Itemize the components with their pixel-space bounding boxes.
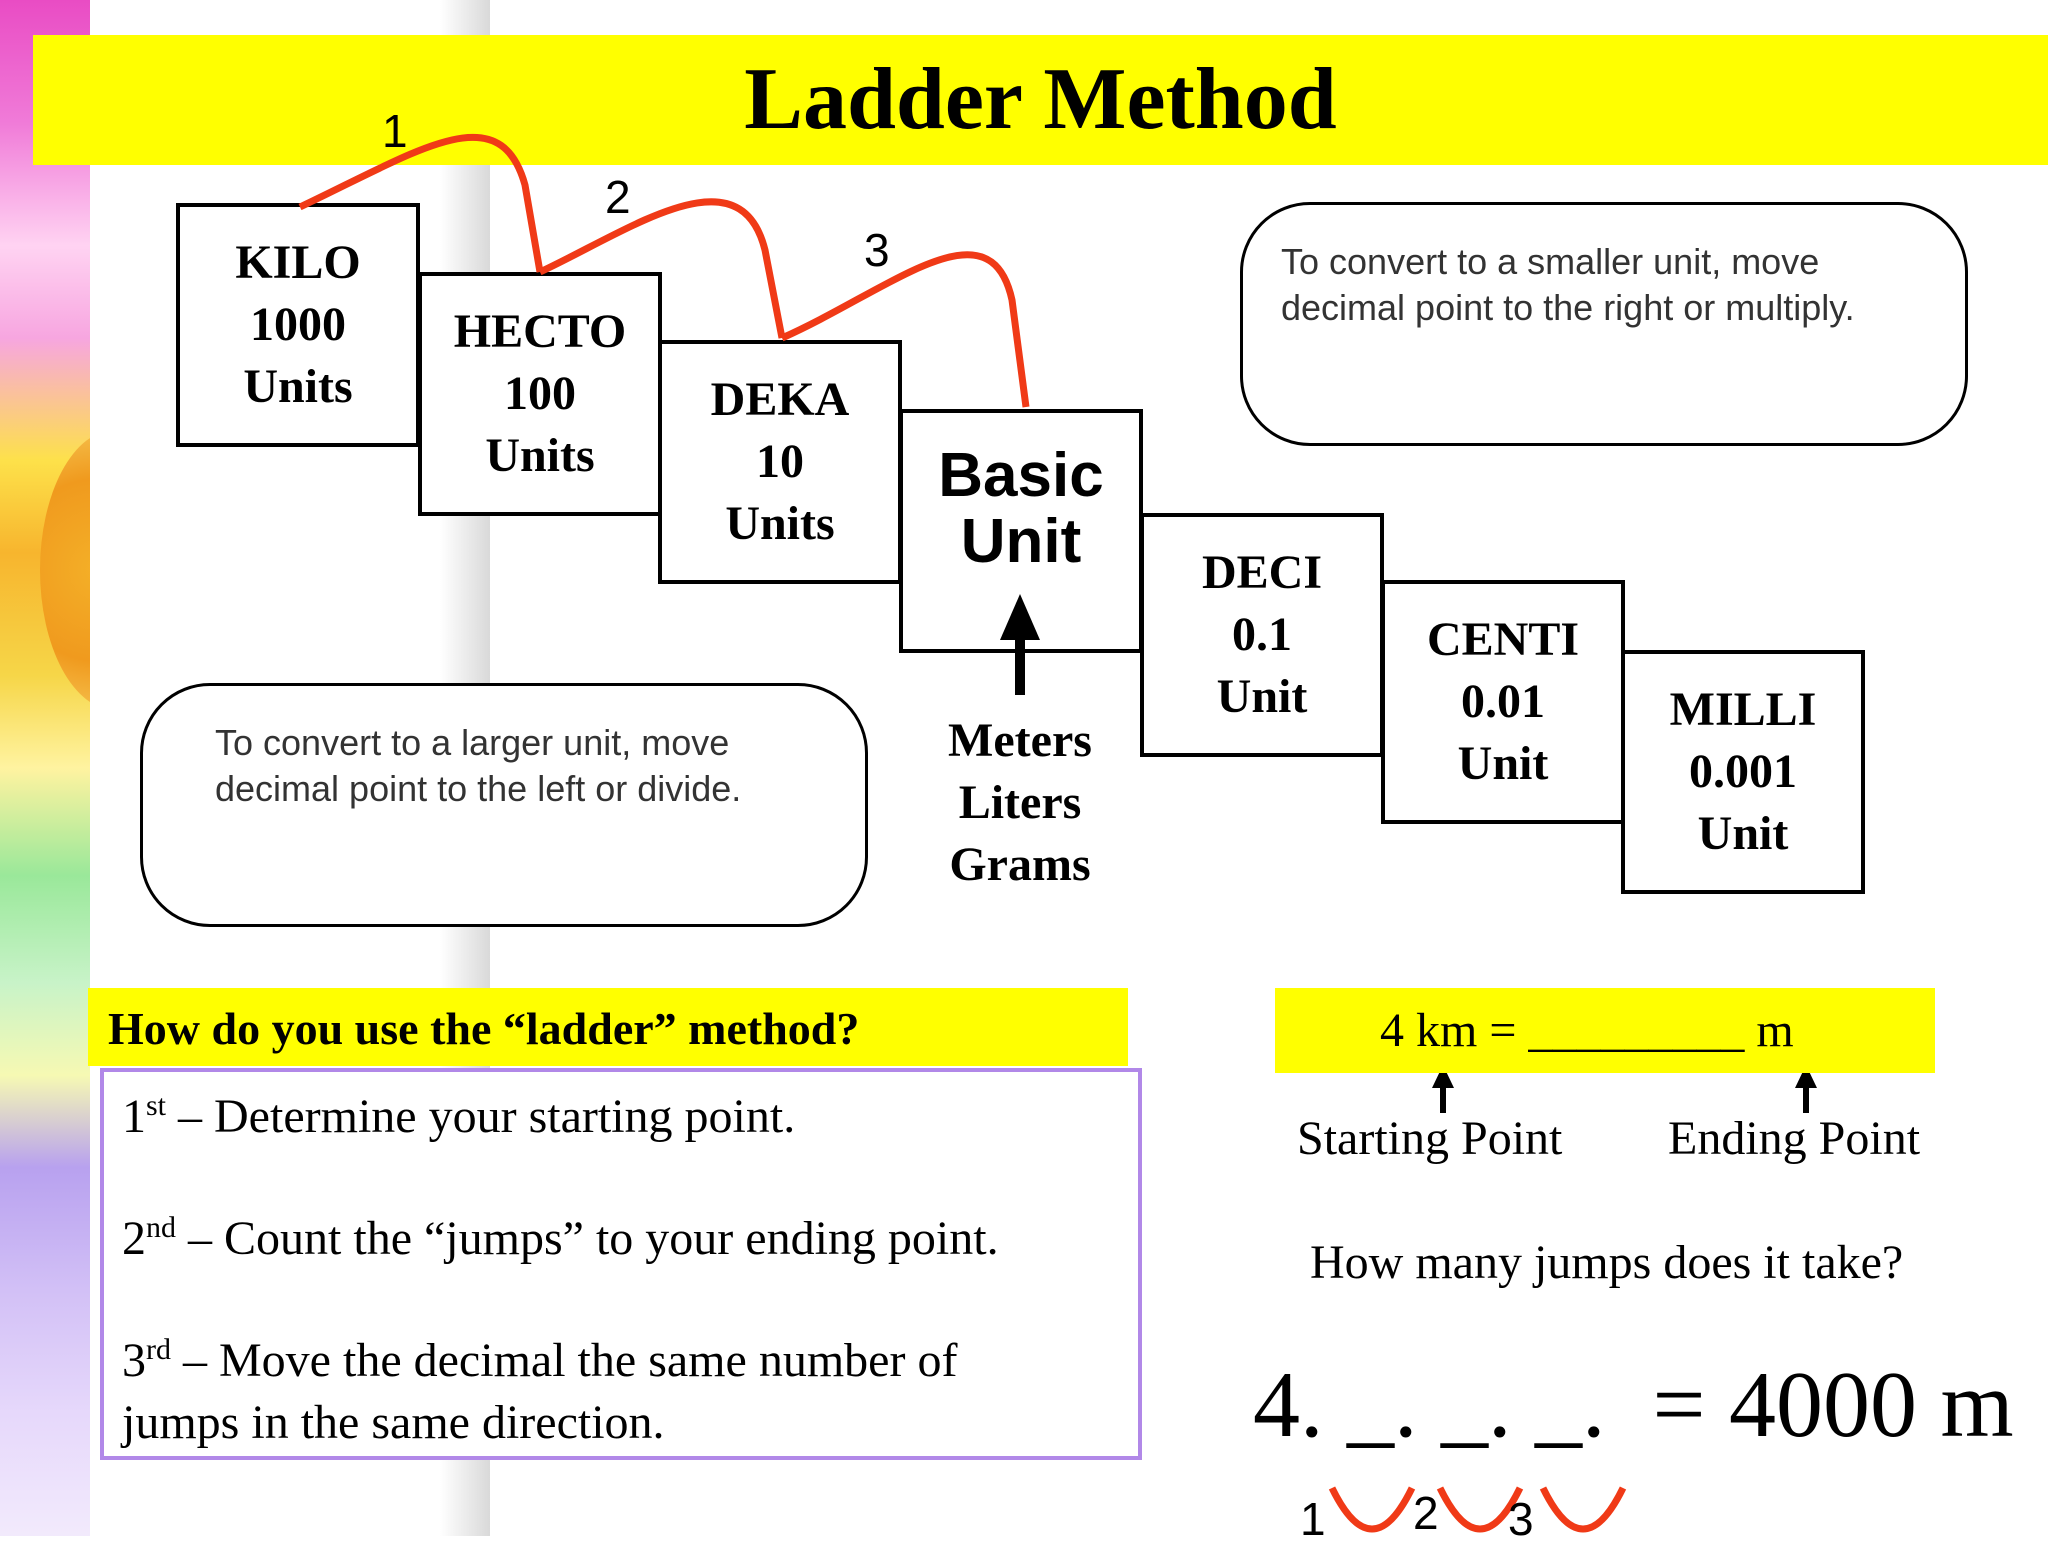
basic-unit-line2: Unit [960, 507, 1082, 576]
step-3: 3rd – Move the decimal the same number o… [122, 1330, 1052, 1454]
basic-unit-line1: Basic [938, 441, 1104, 510]
centi-value: 0.01 [1461, 675, 1545, 728]
step-1: 1st – Determine your starting point. [122, 1086, 1120, 1148]
equation-text: 4 km = _________ m [1380, 1004, 1794, 1057]
jump-arc-3 [780, 251, 1030, 408]
step-2-ordinal: 2 [122, 1212, 146, 1265]
decimal-jump-arc-2 [1436, 1486, 1524, 1533]
jump-arc-1 [298, 133, 544, 273]
base-unit-names: Meters Liters Grams [930, 710, 1110, 896]
step-2-suffix: nd [146, 1211, 176, 1244]
steps-box: 1st – Determine your starting point. 2nd… [100, 1068, 1142, 1460]
kilo-box: KILO 1000 Units [176, 203, 420, 447]
jump-number-1: 1 [382, 105, 408, 157]
deci-unit: Unit [1216, 670, 1308, 723]
jump-number-3: 3 [864, 224, 890, 276]
smaller-note-line2: decimal point to the right or multiply. [1281, 287, 1855, 328]
deka-unit: Units [725, 497, 835, 550]
decimal-jump-label-3: 3 [1508, 1493, 1534, 1545]
milli-value: 0.001 [1689, 745, 1797, 798]
ending-point-arrow-icon [1795, 1065, 1817, 1113]
page-title: Ladder Method [744, 51, 1337, 148]
milli-name: MILLI [1669, 683, 1817, 736]
meters-label: Meters [948, 714, 1092, 767]
milli-box: MILLI 0.001 Unit [1621, 650, 1865, 894]
title-highlight [33, 35, 2048, 165]
decimal-jump-label-1: 1 [1300, 1493, 1326, 1545]
starting-point-label: Starting Point [1297, 1112, 1563, 1165]
kilo-unit: Units [243, 360, 353, 413]
step-2: 2nd – Count the “jumps” to your ending p… [122, 1208, 1120, 1270]
grams-label: Grams [949, 838, 1091, 891]
step-2-text: – Count the “jumps” to your ending point… [176, 1212, 999, 1265]
step-1-text: – Determine your starting point. [166, 1090, 796, 1143]
jump-number-2: 2 [605, 171, 631, 223]
step-3-suffix: rd [146, 1333, 171, 1366]
smaller-note-line1: To convert to a smaller unit, move [1281, 241, 1820, 282]
smaller-unit-note: To convert to a smaller unit, move decim… [1240, 202, 1968, 446]
step-1-suffix: st [146, 1089, 167, 1122]
decimal-jump-label-2: 2 [1413, 1487, 1439, 1539]
starting-point-arrow-icon [1432, 1065, 1454, 1113]
jump-arc-2 [538, 198, 786, 339]
larger-unit-note: To convert to a larger unit, move decima… [140, 683, 868, 927]
hecto-box: HECTO 100 Units [418, 272, 662, 516]
milli-unit: Unit [1697, 807, 1789, 860]
decimal-jump-arc-3 [1539, 1486, 1627, 1533]
kilo-name: KILO [235, 236, 361, 289]
centi-name: CENTI [1426, 613, 1580, 666]
deci-name: DECI [1201, 546, 1323, 599]
step-3-ordinal: 3 [122, 1334, 146, 1387]
deci-box: DECI 0.1 Unit [1140, 513, 1384, 757]
question-highlight [88, 988, 1128, 1066]
step-3-text: – Move the decimal the same number of ju… [122, 1334, 958, 1449]
up-arrow-icon [1000, 594, 1040, 695]
deka-name: DEKA [710, 373, 850, 426]
hecto-name: HECTO [453, 305, 627, 358]
ending-point-label: Ending Point [1668, 1112, 1921, 1165]
question-heading: How do you use the “ladder” method? [108, 1003, 860, 1054]
hecto-unit: Units [485, 429, 595, 482]
final-equation: 4. _. _. _. = 4000 m [1253, 1353, 2014, 1457]
larger-note-line2: decimal point to the left or divide. [215, 768, 742, 809]
step-1-ordinal: 1 [122, 1090, 146, 1143]
kilo-value: 1000 [250, 298, 346, 351]
deka-value: 10 [756, 435, 804, 488]
jump-question: How many jumps does it take? [1310, 1236, 1904, 1289]
deka-box: DEKA 10 Units [658, 340, 902, 584]
centi-unit: Unit [1457, 737, 1549, 790]
liters-label: Liters [958, 776, 1082, 829]
centi-box: CENTI 0.01 Unit [1381, 580, 1625, 824]
larger-note-line1: To convert to a larger unit, move [215, 722, 730, 763]
deci-value: 0.1 [1232, 608, 1292, 661]
hecto-value: 100 [504, 367, 576, 420]
decimal-jump-arc-1 [1328, 1486, 1416, 1533]
equation-highlight [1275, 988, 1935, 1073]
